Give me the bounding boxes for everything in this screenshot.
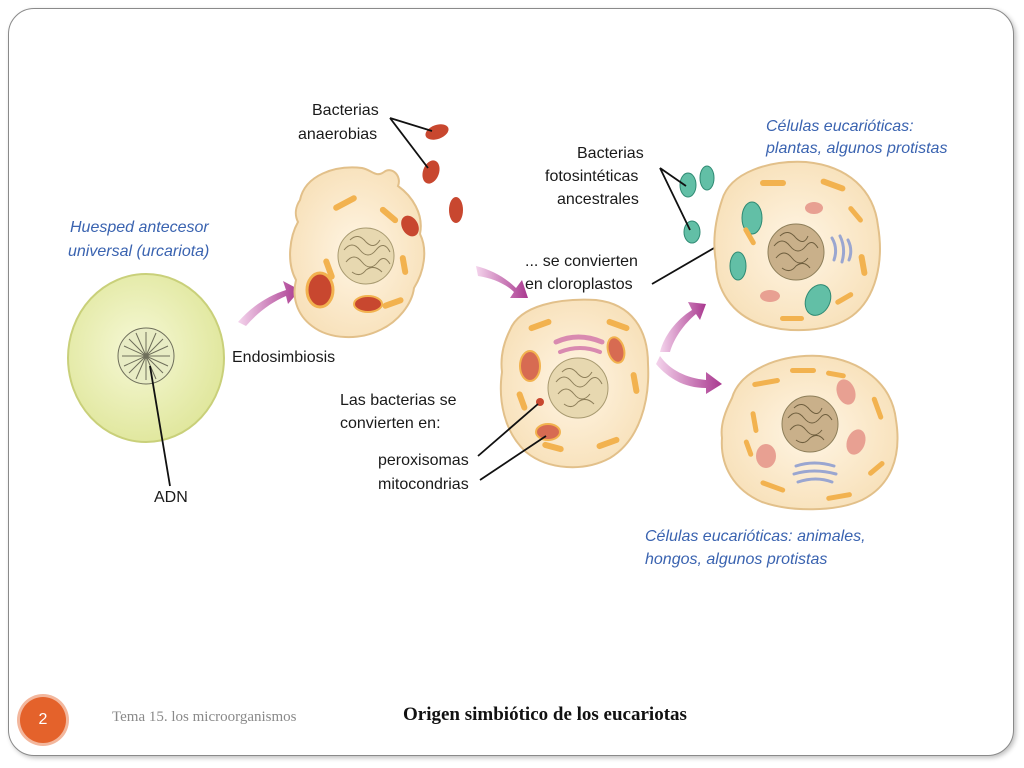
photosynthetic-label-line1: Bacterias xyxy=(577,145,644,162)
anaerobic-pointer-lines xyxy=(389,117,433,169)
course-footer: Tema 15. los microorganismos xyxy=(112,709,297,725)
animal-cells-label-line1: Células eucarióticas: animales, xyxy=(645,528,866,545)
dna-label: ADN xyxy=(154,489,188,506)
photosynthetic-pointer-lines xyxy=(659,167,691,231)
become-label-line1: Las bacterias se xyxy=(340,392,457,409)
mitochondria-label: mitocondrias xyxy=(378,476,469,493)
anaerobic-label-line2: anaerobias xyxy=(298,126,377,143)
anaerobic-label-line1: Bacterias xyxy=(312,102,379,119)
proto-eukaryote-cell xyxy=(499,298,650,469)
animal-cells-label-line2: hongos, algunos protistas xyxy=(645,551,827,568)
photosynthetic-label-line2: fotosintéticas xyxy=(545,168,638,185)
engulfing-cell xyxy=(289,166,426,339)
become-label-line2: convierten en: xyxy=(340,415,441,432)
peroxisomes-label: peroxisomas xyxy=(378,452,469,469)
arrow-to-eukaryote xyxy=(476,266,528,298)
photosynthetic-label-line3: ancestrales xyxy=(557,191,639,208)
plant-cells-label-line1: Células eucarióticas: xyxy=(766,118,914,135)
host-label-line2: universal (urcariota) xyxy=(68,243,209,260)
dna-pointer-line xyxy=(149,365,171,487)
slide-number-badge: 2 xyxy=(20,697,66,743)
animal-cell xyxy=(720,354,899,511)
organelle-pointer-lines xyxy=(477,403,547,481)
dna-nucleoid xyxy=(117,327,175,385)
chloroplast-label-line1: ... se convierten xyxy=(525,253,638,270)
host-label-line1: Huesped antecesor xyxy=(70,219,209,236)
host-cell xyxy=(67,273,225,443)
anaerobic-bacteria xyxy=(422,124,463,223)
arrow-endosymbiosis xyxy=(238,281,300,326)
plant-cells-label-line2: plantas, algunos protistas xyxy=(765,140,947,157)
photosynthetic-bacteria xyxy=(679,165,715,244)
chloroplast-label-line2: en cloroplastos xyxy=(525,276,633,293)
endosymbiosis-label: Endosimbiosis xyxy=(232,349,335,366)
plant-cell xyxy=(713,160,881,332)
slide-title: Origen simbiótico de los eucariotas xyxy=(403,704,687,725)
arrow-to-animal-cell xyxy=(656,356,722,394)
arrow-to-plant-cell xyxy=(660,302,706,352)
